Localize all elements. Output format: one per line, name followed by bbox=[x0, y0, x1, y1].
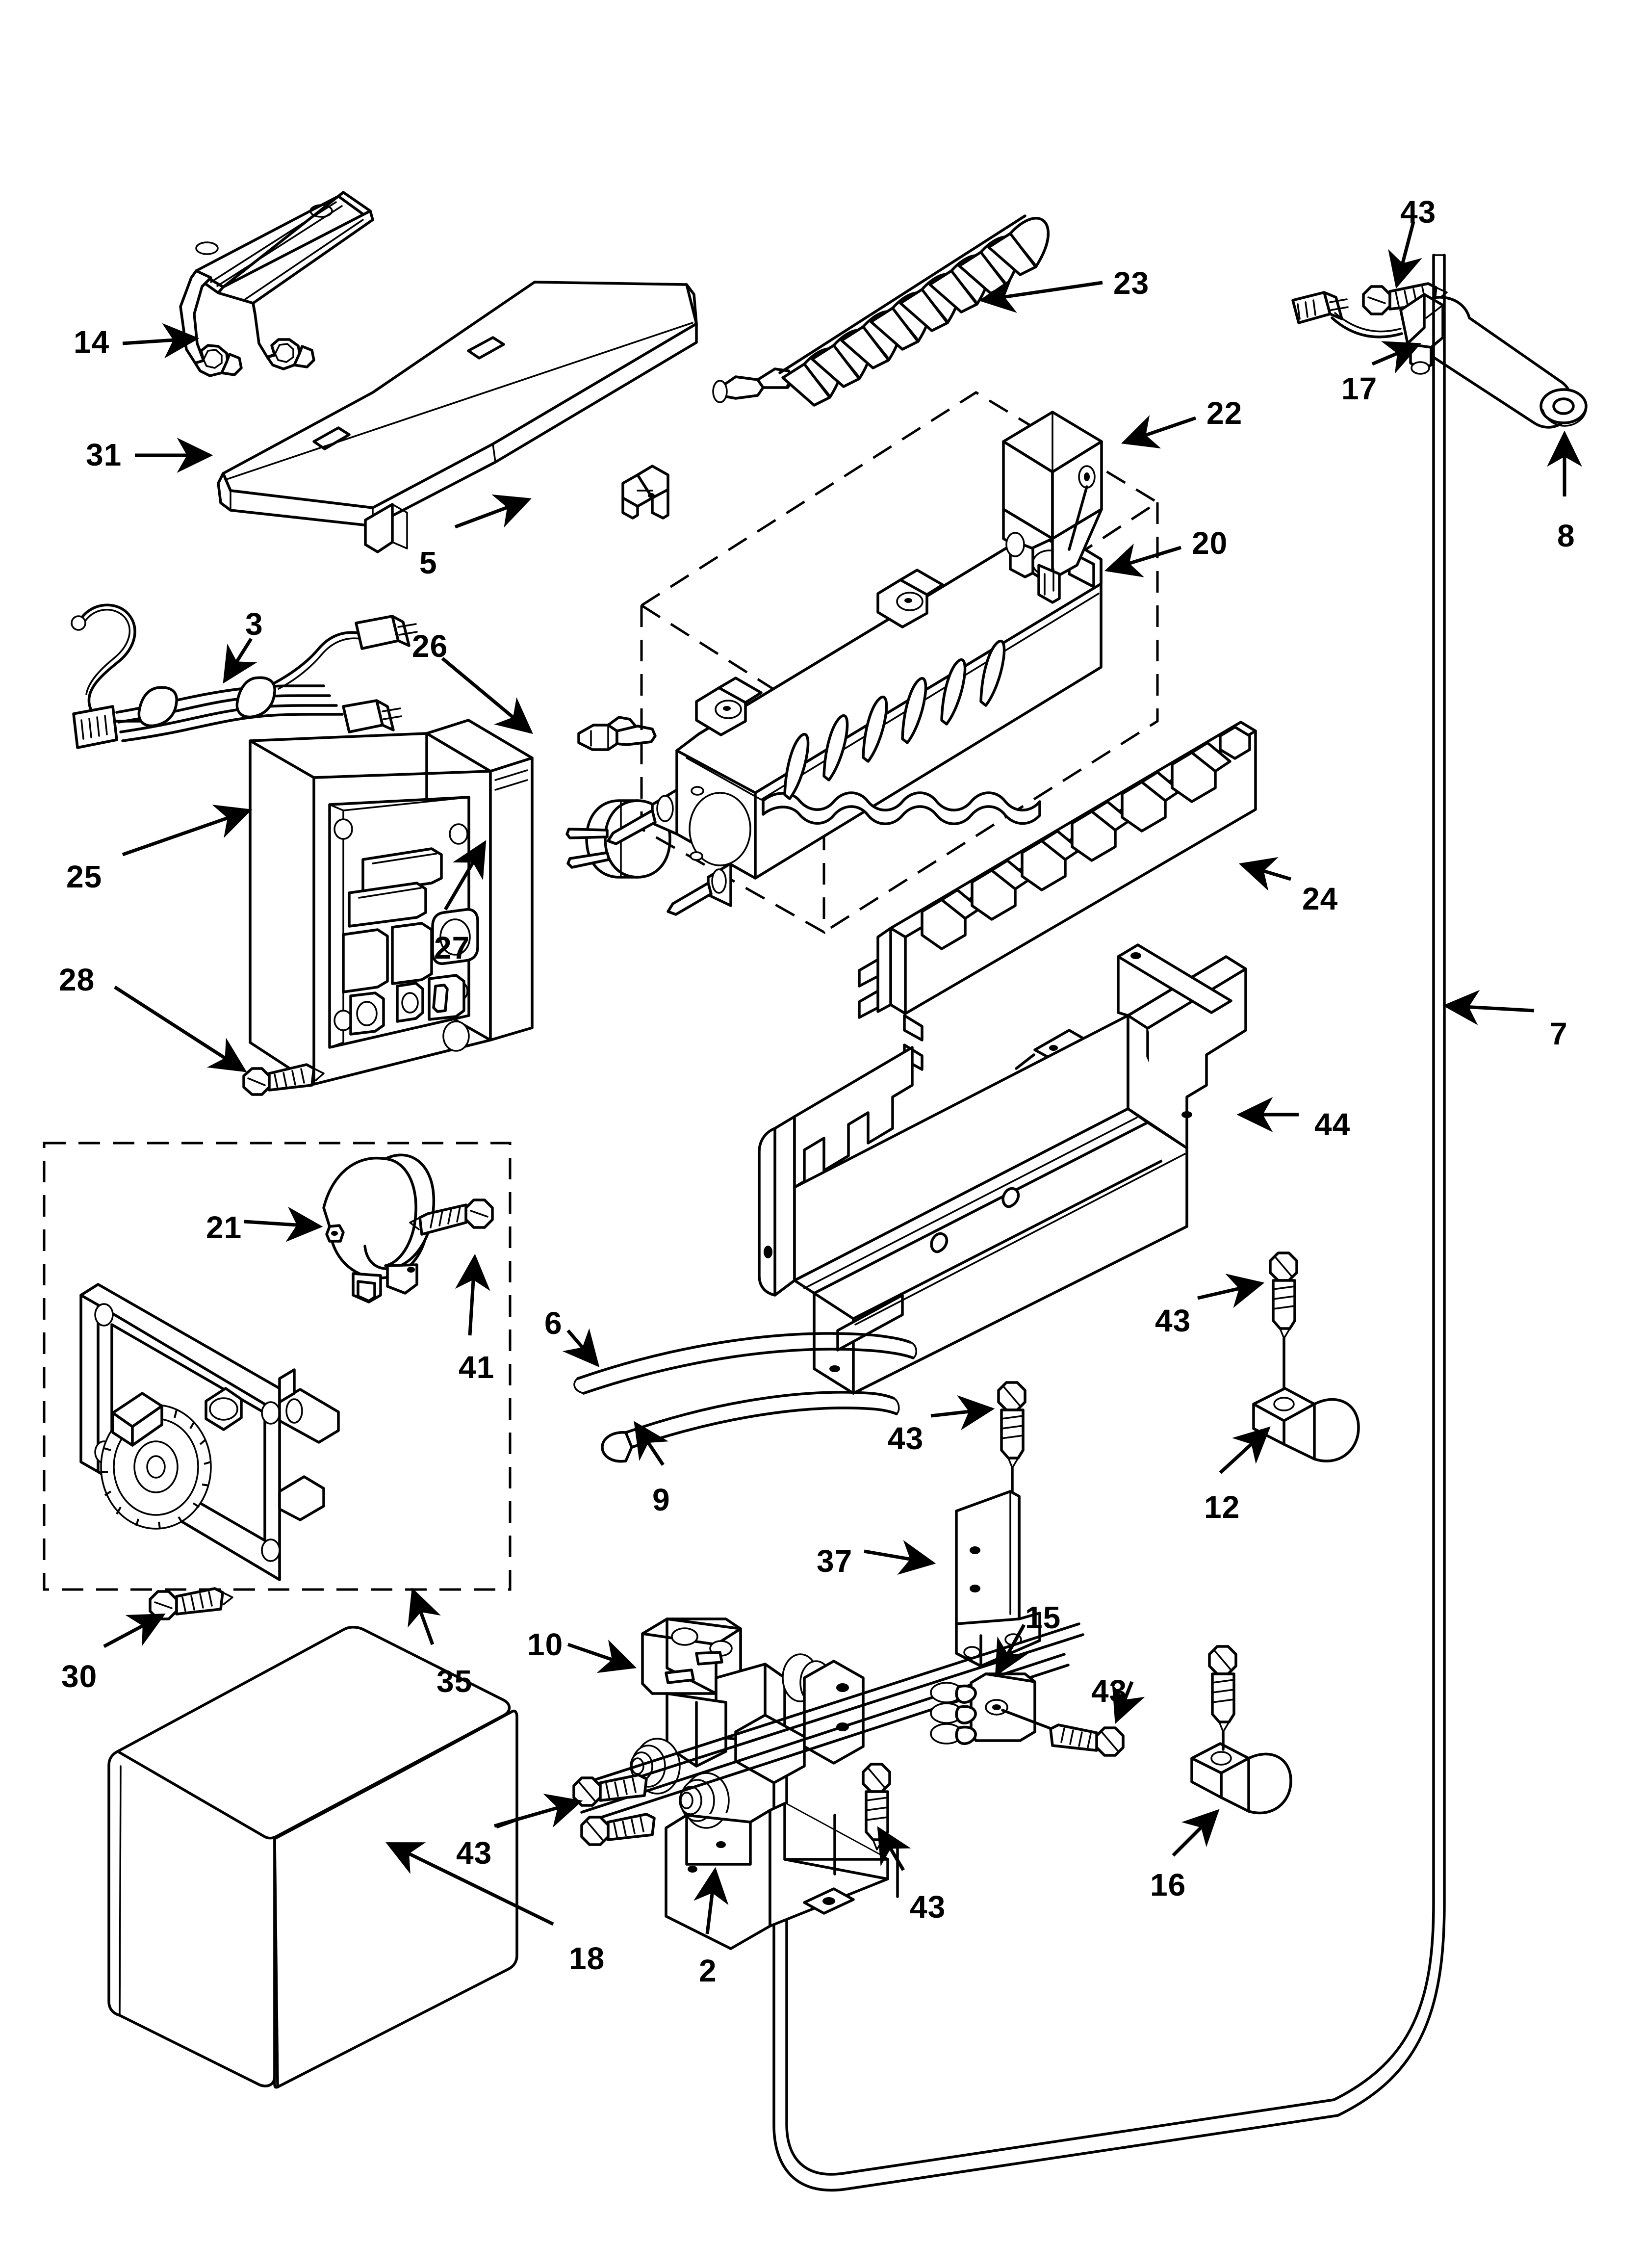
part-15-coiled-clamp bbox=[930, 1672, 1061, 1745]
callout-43-valve: 43 bbox=[456, 1835, 492, 1871]
callout-5: 5 bbox=[419, 545, 437, 580]
part-43-screw-12 bbox=[1269, 1251, 1298, 1399]
part-8-grommet bbox=[1539, 388, 1588, 427]
part-5-retaining-clip bbox=[621, 465, 669, 520]
callout-17: 17 bbox=[1341, 371, 1378, 406]
part-35-gearcase-plate bbox=[79, 1283, 340, 1581]
callout-8: 8 bbox=[1557, 518, 1575, 553]
callout-23: 23 bbox=[1113, 265, 1150, 301]
callout-3: 3 bbox=[245, 606, 263, 642]
callout-leaders bbox=[103, 221, 1582, 1934]
part-2-valve-bracket bbox=[665, 1802, 899, 1950]
part-6-fill-tube-upper bbox=[573, 1332, 917, 1395]
callout-43-bottom: 43 bbox=[910, 1889, 946, 1925]
part-43-screw-near-16 bbox=[1208, 1645, 1237, 1751]
callout-6: 6 bbox=[544, 1305, 563, 1341]
callout-43-mid: 43 bbox=[888, 1421, 924, 1456]
callout-37: 37 bbox=[817, 1543, 853, 1579]
part-24-ice-stripper bbox=[858, 721, 1257, 1074]
callout-24: 24 bbox=[1302, 881, 1338, 916]
part-25-module-housing bbox=[249, 719, 534, 1086]
callout-14: 14 bbox=[74, 324, 110, 360]
callout-25: 25 bbox=[66, 859, 103, 894]
part-3-wire-harness bbox=[71, 603, 418, 749]
callout-16: 16 bbox=[1150, 1867, 1186, 1903]
part-10-water-inlet-valve bbox=[580, 1617, 1084, 1829]
group-dashed-35 bbox=[43, 1142, 512, 1591]
part-43-screw-near-15 bbox=[1049, 1723, 1125, 1757]
callout-20: 20 bbox=[1192, 525, 1228, 561]
part-22-fill-cup bbox=[1002, 411, 1103, 604]
part-31-front-cover bbox=[217, 281, 698, 553]
part-9-fill-tube-lower bbox=[601, 1391, 900, 1463]
part-14-bail-arm bbox=[179, 191, 374, 377]
callout-41: 41 bbox=[459, 1350, 495, 1385]
part-20-ice-mold-tray bbox=[607, 523, 1103, 916]
callout-35: 35 bbox=[436, 1664, 473, 1699]
part-16-water-line-clamp bbox=[1190, 1742, 1292, 1815]
callout-22: 22 bbox=[1206, 395, 1243, 431]
callout-7: 7 bbox=[1550, 1016, 1568, 1051]
callout-15: 15 bbox=[1025, 1600, 1061, 1635]
callout-30: 30 bbox=[61, 1659, 98, 1694]
callout-10: 10 bbox=[527, 1627, 564, 1662]
callout-12: 12 bbox=[1204, 1489, 1240, 1525]
callout-28: 28 bbox=[59, 962, 95, 997]
callout-31: 31 bbox=[86, 437, 122, 472]
callout-43-top-right: 43 bbox=[1400, 194, 1437, 230]
callout-18: 18 bbox=[569, 1941, 605, 1976]
part-28-screw bbox=[242, 1063, 325, 1096]
callout-44: 44 bbox=[1314, 1107, 1351, 1142]
callout-43-clamp: 43 bbox=[1091, 1673, 1128, 1709]
part-21-drive-motor bbox=[322, 1153, 436, 1303]
part-26-bushing bbox=[577, 716, 657, 751]
callout-21: 21 bbox=[206, 1210, 242, 1245]
part-41-screw bbox=[409, 1199, 494, 1236]
group-dashed-20 bbox=[639, 391, 1160, 935]
part-18-ice-storage-bin bbox=[107, 1626, 518, 2089]
callout-9: 9 bbox=[652, 1482, 670, 1517]
callout-27: 27 bbox=[434, 930, 470, 965]
callout-43-right: 43 bbox=[1155, 1303, 1191, 1338]
callout-26: 26 bbox=[412, 628, 448, 664]
part-44-mounting-bracket bbox=[758, 943, 1247, 1395]
part-12-tube-clamp bbox=[1252, 1387, 1360, 1462]
part-7-water-supply-tube bbox=[772, 254, 1446, 2192]
part-43-screw-37 bbox=[997, 1381, 1026, 1503]
callout-2: 2 bbox=[699, 1953, 717, 1988]
